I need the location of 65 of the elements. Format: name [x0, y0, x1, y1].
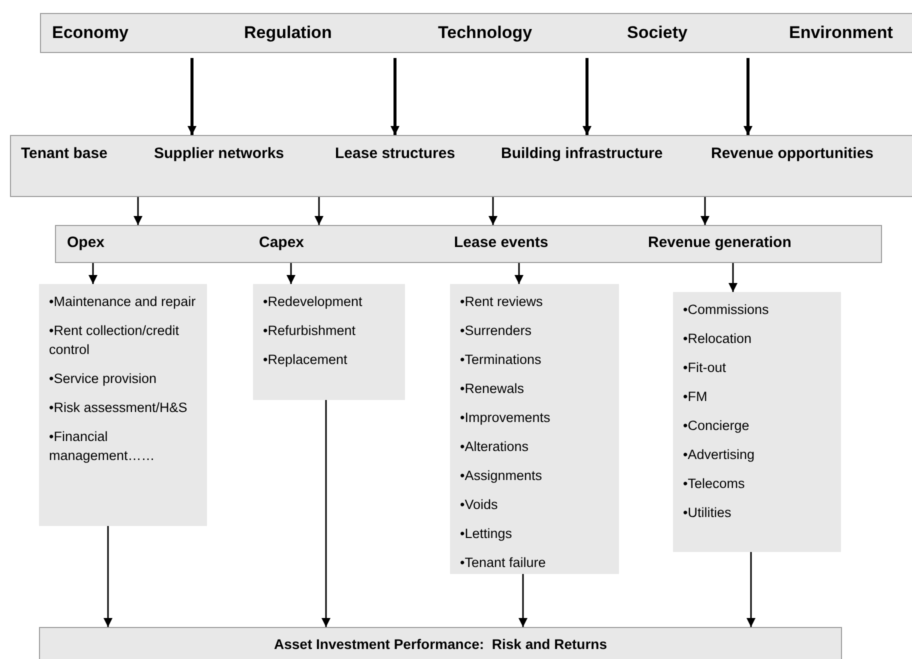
band-label: Capex	[259, 234, 304, 251]
list-item: •Refurbishment	[263, 322, 357, 340]
list-item: •Risk assessment/H&S	[49, 399, 188, 417]
arrow	[88, 263, 98, 284]
list-item: •Voids	[460, 496, 499, 514]
band-label: Building infrastructure	[501, 145, 663, 162]
band-label: Lease events	[454, 234, 548, 251]
arrow	[104, 526, 112, 627]
list-item: •Rent collection/credit control	[49, 322, 180, 359]
factor-band	[40, 13, 912, 53]
band-label: Opex	[67, 234, 105, 251]
band-label: Technology	[438, 23, 532, 43]
list-item: •Commissions	[683, 301, 770, 319]
arrow	[286, 263, 296, 284]
list-item: •Surrenders	[460, 322, 533, 340]
outcome-band	[39, 627, 842, 659]
arrow	[488, 197, 498, 225]
list-item: •Concierge	[683, 417, 750, 435]
list-item: •Fit-out	[683, 359, 727, 377]
list-item: •Service provision	[49, 370, 158, 388]
list-item: •FM	[683, 388, 708, 406]
list-item: •Terminations	[460, 351, 542, 369]
list-item: •Redevelopment	[263, 293, 364, 311]
band-label: Lease structures	[335, 145, 456, 162]
list-item: •Alterations	[460, 438, 530, 456]
band-label: Supplier networks	[154, 145, 284, 162]
bullet-list-box	[39, 284, 207, 526]
list-item: •Improvements	[460, 409, 552, 427]
band-label: Revenue generation	[648, 234, 792, 251]
band-label: Tenant base	[21, 145, 108, 162]
band-label: Revenue opportunities	[711, 145, 874, 162]
band-label: Economy	[52, 23, 129, 43]
arrow	[514, 263, 524, 284]
arrow	[744, 58, 752, 135]
list-item: •Utilities	[683, 504, 732, 522]
factor-band	[10, 135, 912, 197]
list-item: •Replacement	[263, 351, 348, 369]
bullet-list-box	[673, 292, 841, 552]
list-item: •Assignments	[460, 467, 544, 485]
arrow	[134, 197, 142, 225]
factor-band	[55, 225, 882, 263]
list-item: •Maintenance and repair	[49, 293, 197, 311]
band-label: Asset Investment Performance: Risk and Returns	[273, 636, 608, 652]
list-item: •Relocation	[683, 330, 753, 348]
arrow	[518, 574, 528, 627]
arrow	[390, 58, 400, 135]
arrow	[746, 552, 756, 627]
list-item: •Advertising	[683, 446, 756, 464]
list-item: •Renewals	[460, 380, 526, 398]
band-label: Society	[627, 23, 688, 43]
bullet-list-box	[253, 284, 405, 400]
bullet-list-box	[450, 284, 619, 574]
list-item: •Lettings	[460, 525, 514, 543]
band-label: Environment	[789, 23, 893, 43]
arrow	[314, 197, 324, 225]
arrow	[322, 400, 330, 627]
list-item: •Telecoms	[683, 475, 746, 493]
arrow	[582, 58, 592, 135]
arrow	[728, 263, 738, 292]
arrow	[188, 58, 196, 135]
list-item: •Tenant failure	[460, 554, 547, 572]
list-item: •Financial management……	[49, 428, 156, 465]
band-label: Regulation	[244, 23, 332, 43]
list-item: •Rent reviews	[460, 293, 544, 311]
arrow	[700, 197, 710, 225]
